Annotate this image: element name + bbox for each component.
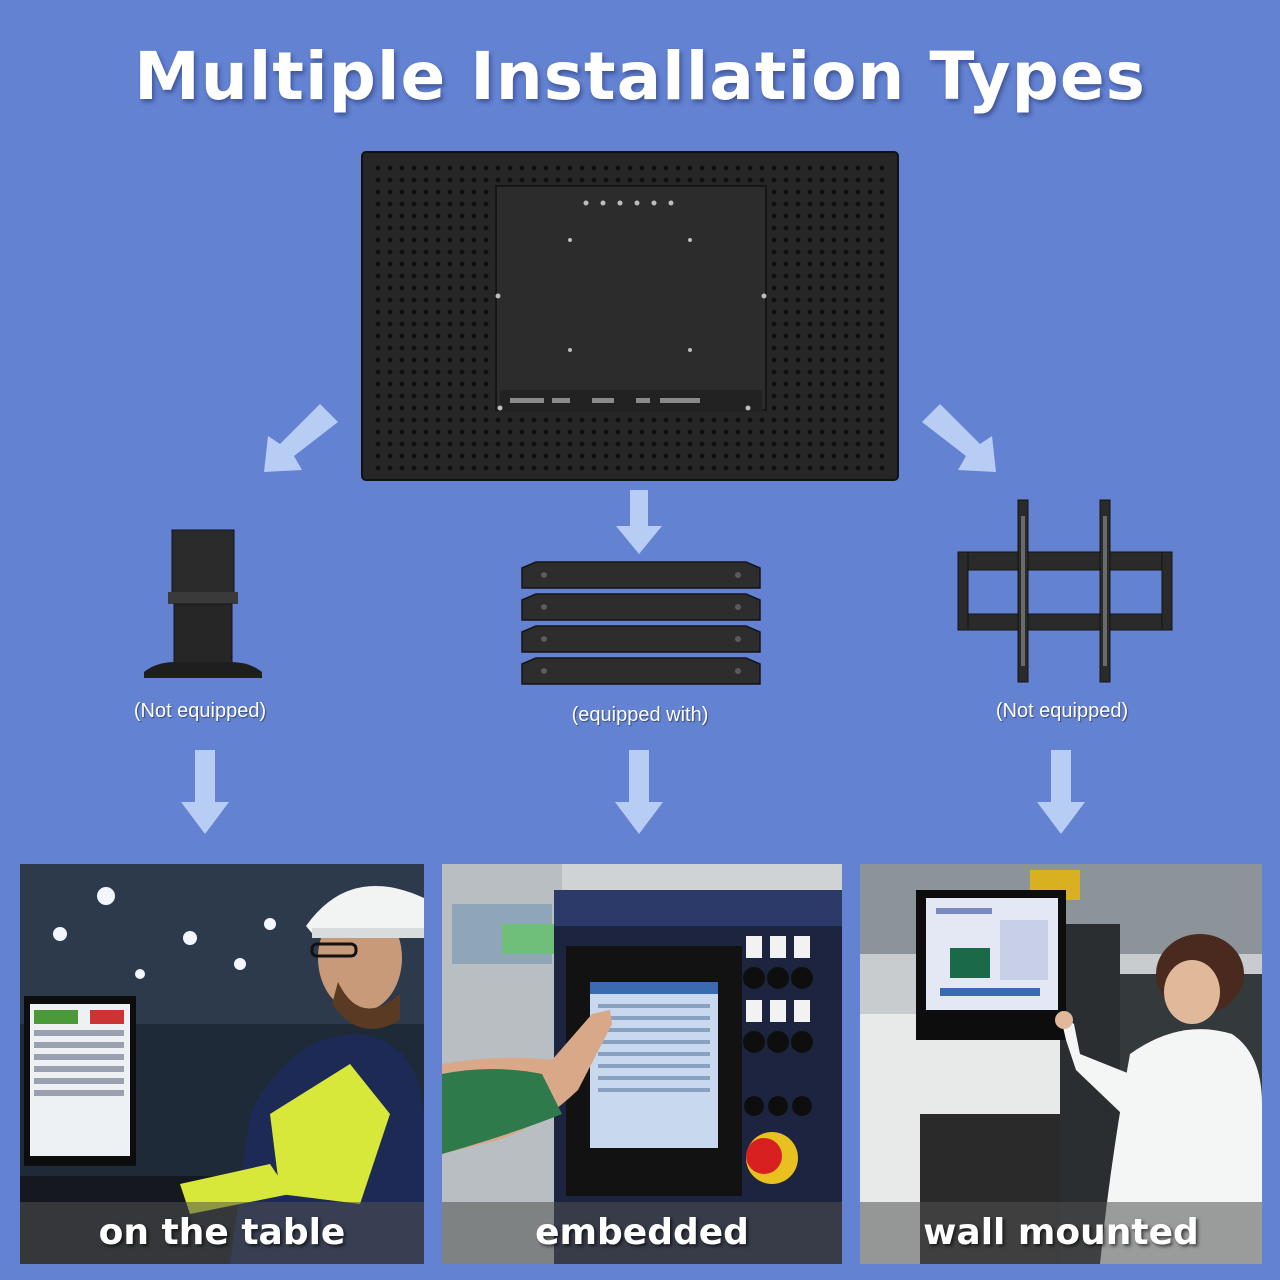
scene-wall-mounted: wall mounted [860,864,1262,1264]
scene-label: wall mounted [860,1202,1262,1264]
arrow-down-icon [181,750,229,834]
arrow-down-left-icon [264,404,338,472]
page-title: Multiple Installation Types [134,38,1146,115]
brackets-caption: (equipped with) [571,704,709,726]
arrow-down-icon [1037,750,1085,834]
wall-mount-bracket [957,499,1173,683]
arrow-down-right-icon [922,404,996,472]
scene-on-the-table: on the table [20,864,424,1264]
stand-caption: (Not equipped) [133,700,267,722]
desk-stand [144,529,262,678]
scene-embedded: embedded [442,864,842,1264]
embedded-panel-illustration [442,864,842,1264]
scene-label: on the table [20,1202,424,1264]
wall-caption: (Not equipped) [995,700,1129,722]
embedded-brackets [521,561,761,685]
monitor-back-view [361,151,899,481]
scene-label: embedded [442,1202,842,1264]
arrow-down-icon [615,750,663,834]
arrow-down-icon [616,490,662,554]
